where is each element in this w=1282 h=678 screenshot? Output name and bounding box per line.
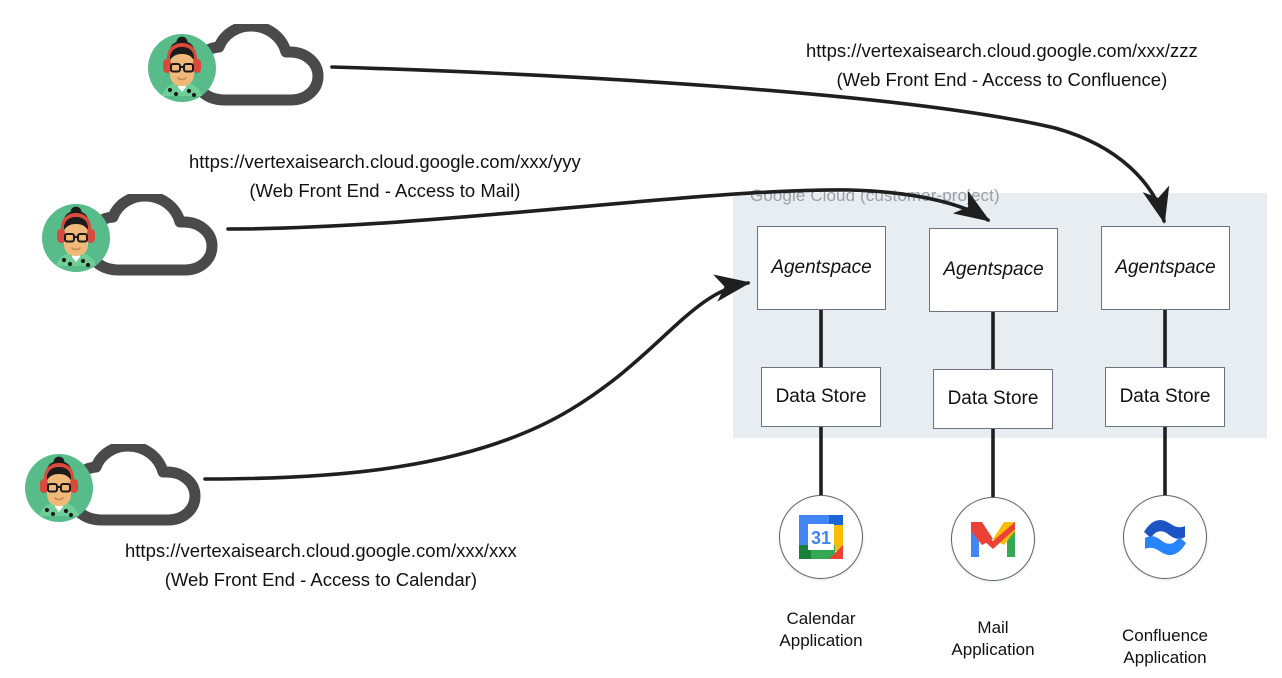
app-caption-line1: Calendar [786, 609, 856, 628]
confluence-icon [1144, 520, 1186, 555]
agentspace-box-confluence[interactable]: Agentspace [1101, 226, 1230, 310]
svg-text:31: 31 [811, 528, 831, 548]
agentspace-label: Agentspace [771, 257, 872, 278]
client-confluence-icon-group [148, 22, 328, 112]
user-avatar-icon [42, 204, 110, 272]
app-caption-confluence: Confluence Application [1065, 625, 1265, 670]
agentspace-box-calendar[interactable]: Agentspace [757, 226, 886, 310]
app-caption-line2: Application [951, 640, 1035, 660]
datastore-label: Data Store [1119, 386, 1211, 407]
agentspace-box-mail[interactable]: Agentspace [929, 228, 1058, 312]
client-mail-url: https://vertexaisearch.cloud.google.com/… [189, 151, 581, 172]
app-caption-line2: Application [1123, 648, 1207, 668]
client-mail-icon-group [42, 192, 222, 282]
gmail-icon [971, 521, 1015, 557]
client-calendar-icon-group [25, 442, 205, 532]
client-calendar-description: (Web Front End - Access to Calendar) [164, 569, 477, 591]
datastore-box-mail[interactable]: Data Store [933, 369, 1053, 429]
client-mail-description: (Web Front End - Access to Mail) [249, 180, 521, 202]
app-circle-confluence[interactable] [1123, 495, 1207, 579]
client-mail-label: https://vertexaisearch.cloud.google.com/… [189, 147, 581, 205]
edge-client-calendar [203, 274, 751, 481]
client-confluence-label: https://vertexaisearch.cloud.google.com/… [806, 36, 1198, 94]
app-caption-mail: Mail Application [893, 617, 1093, 662]
client-calendar-url: https://vertexaisearch.cloud.google.com/… [125, 540, 517, 561]
app-caption-calendar: Calendar Application [721, 608, 921, 653]
client-confluence-description: (Web Front End - Access to Confluence) [836, 69, 1168, 91]
app-caption-line1: Confluence [1121, 626, 1208, 645]
client-calendar-label: https://vertexaisearch.cloud.google.com/… [125, 536, 517, 594]
app-caption-line1: Mail [977, 618, 1009, 637]
user-avatar-icon [148, 34, 216, 102]
client-confluence-url: https://vertexaisearch.cloud.google.com/… [806, 40, 1198, 61]
datastore-box-confluence[interactable]: Data Store [1105, 367, 1225, 427]
datastore-label: Data Store [947, 388, 1039, 409]
google-cloud-zone-label: Google Cloud (customer-project) [750, 186, 1000, 205]
agentspace-label: Agentspace [1115, 257, 1216, 278]
user-avatar-icon [25, 454, 93, 522]
app-caption-line2: Application [779, 631, 863, 651]
app-circle-mail[interactable] [951, 497, 1035, 581]
google-calendar-icon: 31 [799, 515, 843, 559]
app-circle-calendar[interactable]: 31 [779, 495, 863, 579]
datastore-box-calendar[interactable]: Data Store [761, 367, 881, 427]
datastore-label: Data Store [775, 386, 867, 407]
agentspace-label: Agentspace [943, 259, 1044, 280]
